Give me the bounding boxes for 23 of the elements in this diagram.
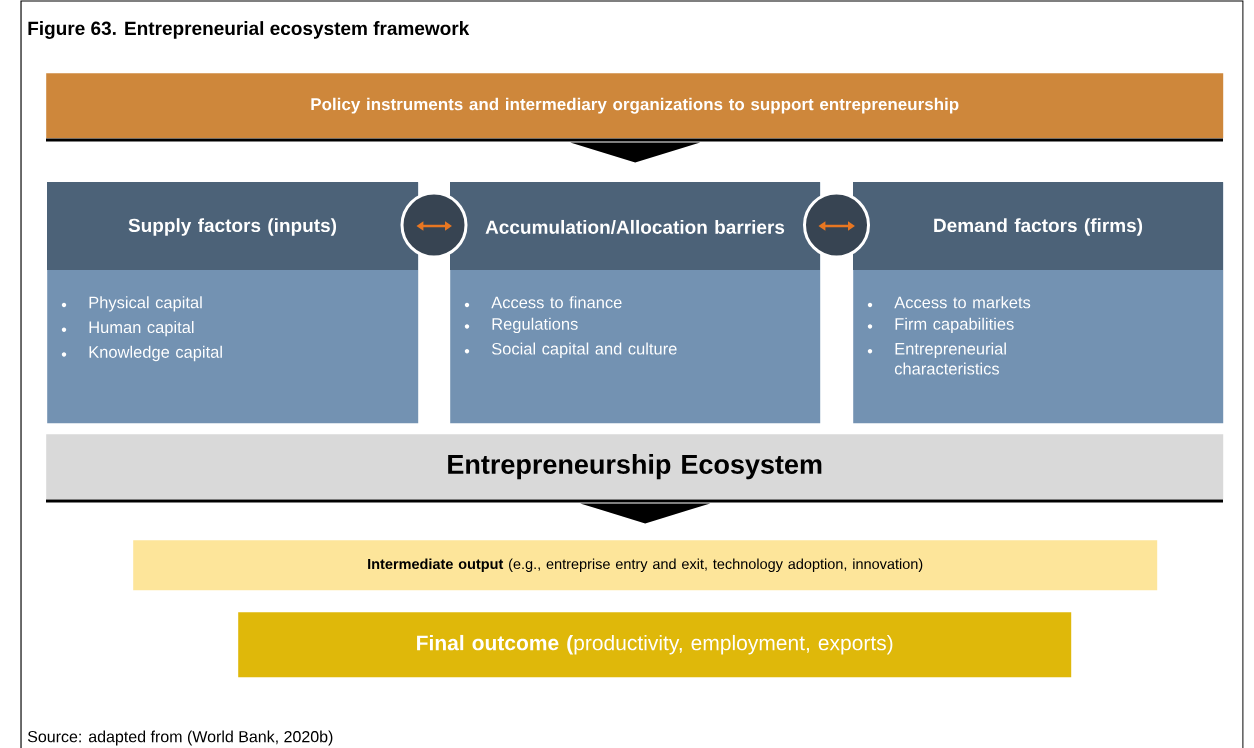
bullet-item: Social capital and culture [464,342,677,358]
bullet-item: Physical capital [61,296,202,312]
bullet-item: Knowledge capital [61,345,222,362]
bullet-item: Entrepreneurial characteristics [867,342,1006,375]
bullet-item: Access to finance [464,296,622,309]
bullet-item: Access to markets [867,296,1031,309]
source-note: Source: adapted from (World Bank, 2020b) [27,730,333,746]
box-heading: Supply factors (inputs) [128,218,337,236]
banner-band: Policy instruments and intermediary organizations to support entrepreneurship [46,73,1224,142]
outcome-box: Final outcome (productivity, employment, exports) [238,612,1072,678]
chevron-arrow [570,142,701,163]
bullet-item: Regulations [464,317,578,334]
factor-box [450,182,821,424]
bullet-item: Human capital [61,321,194,337]
box-heading: Demand factors (firms) [934,218,1143,236]
figure-title: Figure 63. Entrepreneurial ecosystem framework [28,21,470,39]
factor-box [47,182,419,424]
chevron-arrow [580,503,711,524]
factor-box [853,182,1224,424]
banner-band: Entrepreneurship Ecosystem [46,434,1224,503]
bullet-item: Firm capabilities [867,317,1014,334]
output-box: Intermediate output (e.g., entreprise entry and exit, technology adoption, innovation) [133,540,1158,591]
box-heading: Accumulation/Allocation barriers [485,219,785,235]
